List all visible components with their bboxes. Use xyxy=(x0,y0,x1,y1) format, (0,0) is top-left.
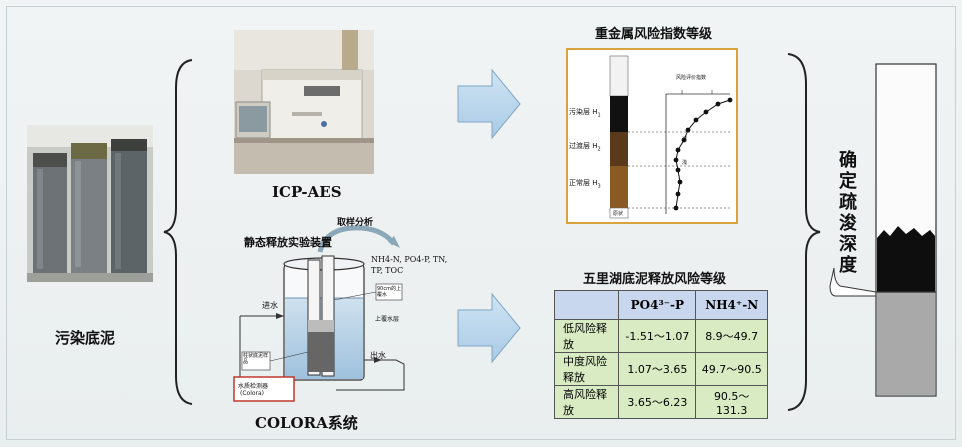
layer-normal-text: 正常层 H xyxy=(569,179,598,187)
polluted-sediment-label: 污染底泥 xyxy=(55,329,116,347)
colora-apparatus xyxy=(233,225,405,402)
table-row: 低风险释放 -1.51～1.07 8.9～49.7 xyxy=(553,319,768,353)
risk-chart-header: 风险评价指数 xyxy=(676,75,707,81)
dredging-depth-label: 确定疏浚深度 xyxy=(839,150,857,276)
layer-transition-label: 过渡层 H2 xyxy=(569,141,601,152)
layer-transition-sub: 2 xyxy=(597,146,601,153)
risk-chart-title: 重金属风险指数等级 xyxy=(595,27,713,42)
nutrients-line1: NH4-N, PO4-P, TN, xyxy=(371,255,448,264)
risk-index-chart xyxy=(566,48,738,224)
buoy-label: 90cm的上覆水 xyxy=(377,286,401,298)
arrow-upper xyxy=(457,68,521,140)
colora-label: COLORA系统 xyxy=(255,414,358,432)
nh4-cell: 49.7～90.5 xyxy=(695,352,768,386)
core-bottom-label: 原状 xyxy=(613,211,624,217)
mark-deep: 深 xyxy=(682,137,688,143)
risk-table: PO4³⁻-P NH4⁺-N 低风险释放 -1.51～1.07 8.9～49.7… xyxy=(553,290,768,419)
right-brace xyxy=(787,53,821,411)
table-corner xyxy=(553,290,620,320)
release-table-title: 五里湖底泥释放风险等级 xyxy=(583,272,727,287)
mark-shallow: 浅 xyxy=(682,160,688,166)
table-row: 中度风险释放 1.07～3.65 49.7～90.5 xyxy=(553,352,768,386)
outlet-label: 出水 xyxy=(370,351,386,360)
po4-cell: -1.51～1.07 xyxy=(618,319,697,353)
overlying-water-label: 上覆水层 xyxy=(375,316,400,323)
device-title: 静态释放实验装置 xyxy=(244,236,332,249)
layer-transition-text: 过渡层 H xyxy=(569,142,598,150)
po4-cell: 3.65～6.23 xyxy=(618,385,697,419)
left-brace xyxy=(163,59,193,405)
inlet-label: 进水 xyxy=(262,301,278,310)
layer-normal-label: 正常层 H3 xyxy=(569,178,601,189)
layer-polluted-text: 污染层 H xyxy=(569,108,598,116)
arrow-lower xyxy=(457,292,521,364)
recorder-line2: (Colora) xyxy=(240,390,265,397)
release-risk-table: PO4³⁻-P NH4⁺-N 低风险释放 -1.51～1.07 8.9～49.7… xyxy=(553,290,768,419)
layer-normal-sub: 3 xyxy=(597,183,601,190)
icp-aes-label: ICP-AES xyxy=(272,183,342,201)
dredged-core-column xyxy=(829,63,937,397)
nh4-cell: 90.5～131.3 xyxy=(695,385,768,419)
risk-level-cell: 低风险释放 xyxy=(553,319,620,353)
table-row: 高风险释放 3.65～6.23 90.5～131.3 xyxy=(553,385,768,419)
nutrients-line2: TP, TOC xyxy=(371,266,404,275)
icp-aes-photo xyxy=(234,30,374,174)
table-header-row: PO4³⁻-P NH4⁺-N xyxy=(553,290,768,320)
sediment-tubes-photo xyxy=(27,125,153,282)
diagram-frame xyxy=(6,6,956,440)
column-header: NH4⁺-N xyxy=(695,290,768,320)
layer-polluted-sub: 1 xyxy=(597,112,601,119)
layer-polluted-label: 污染层 H1 xyxy=(569,107,601,118)
nh4-cell: 8.9～49.7 xyxy=(695,319,768,353)
risk-level-cell: 高风险释放 xyxy=(553,385,620,419)
column-header: PO4³⁻-P xyxy=(618,290,697,320)
sample-analysis-label: 取样分析 xyxy=(337,218,374,228)
sediment-sample-label: 柱状底泥样品 xyxy=(243,353,269,365)
recorder-line1: 水质检测器 xyxy=(238,383,269,390)
risk-level-cell: 中度风险释放 xyxy=(553,352,620,386)
po4-cell: 1.07～3.65 xyxy=(618,352,697,386)
